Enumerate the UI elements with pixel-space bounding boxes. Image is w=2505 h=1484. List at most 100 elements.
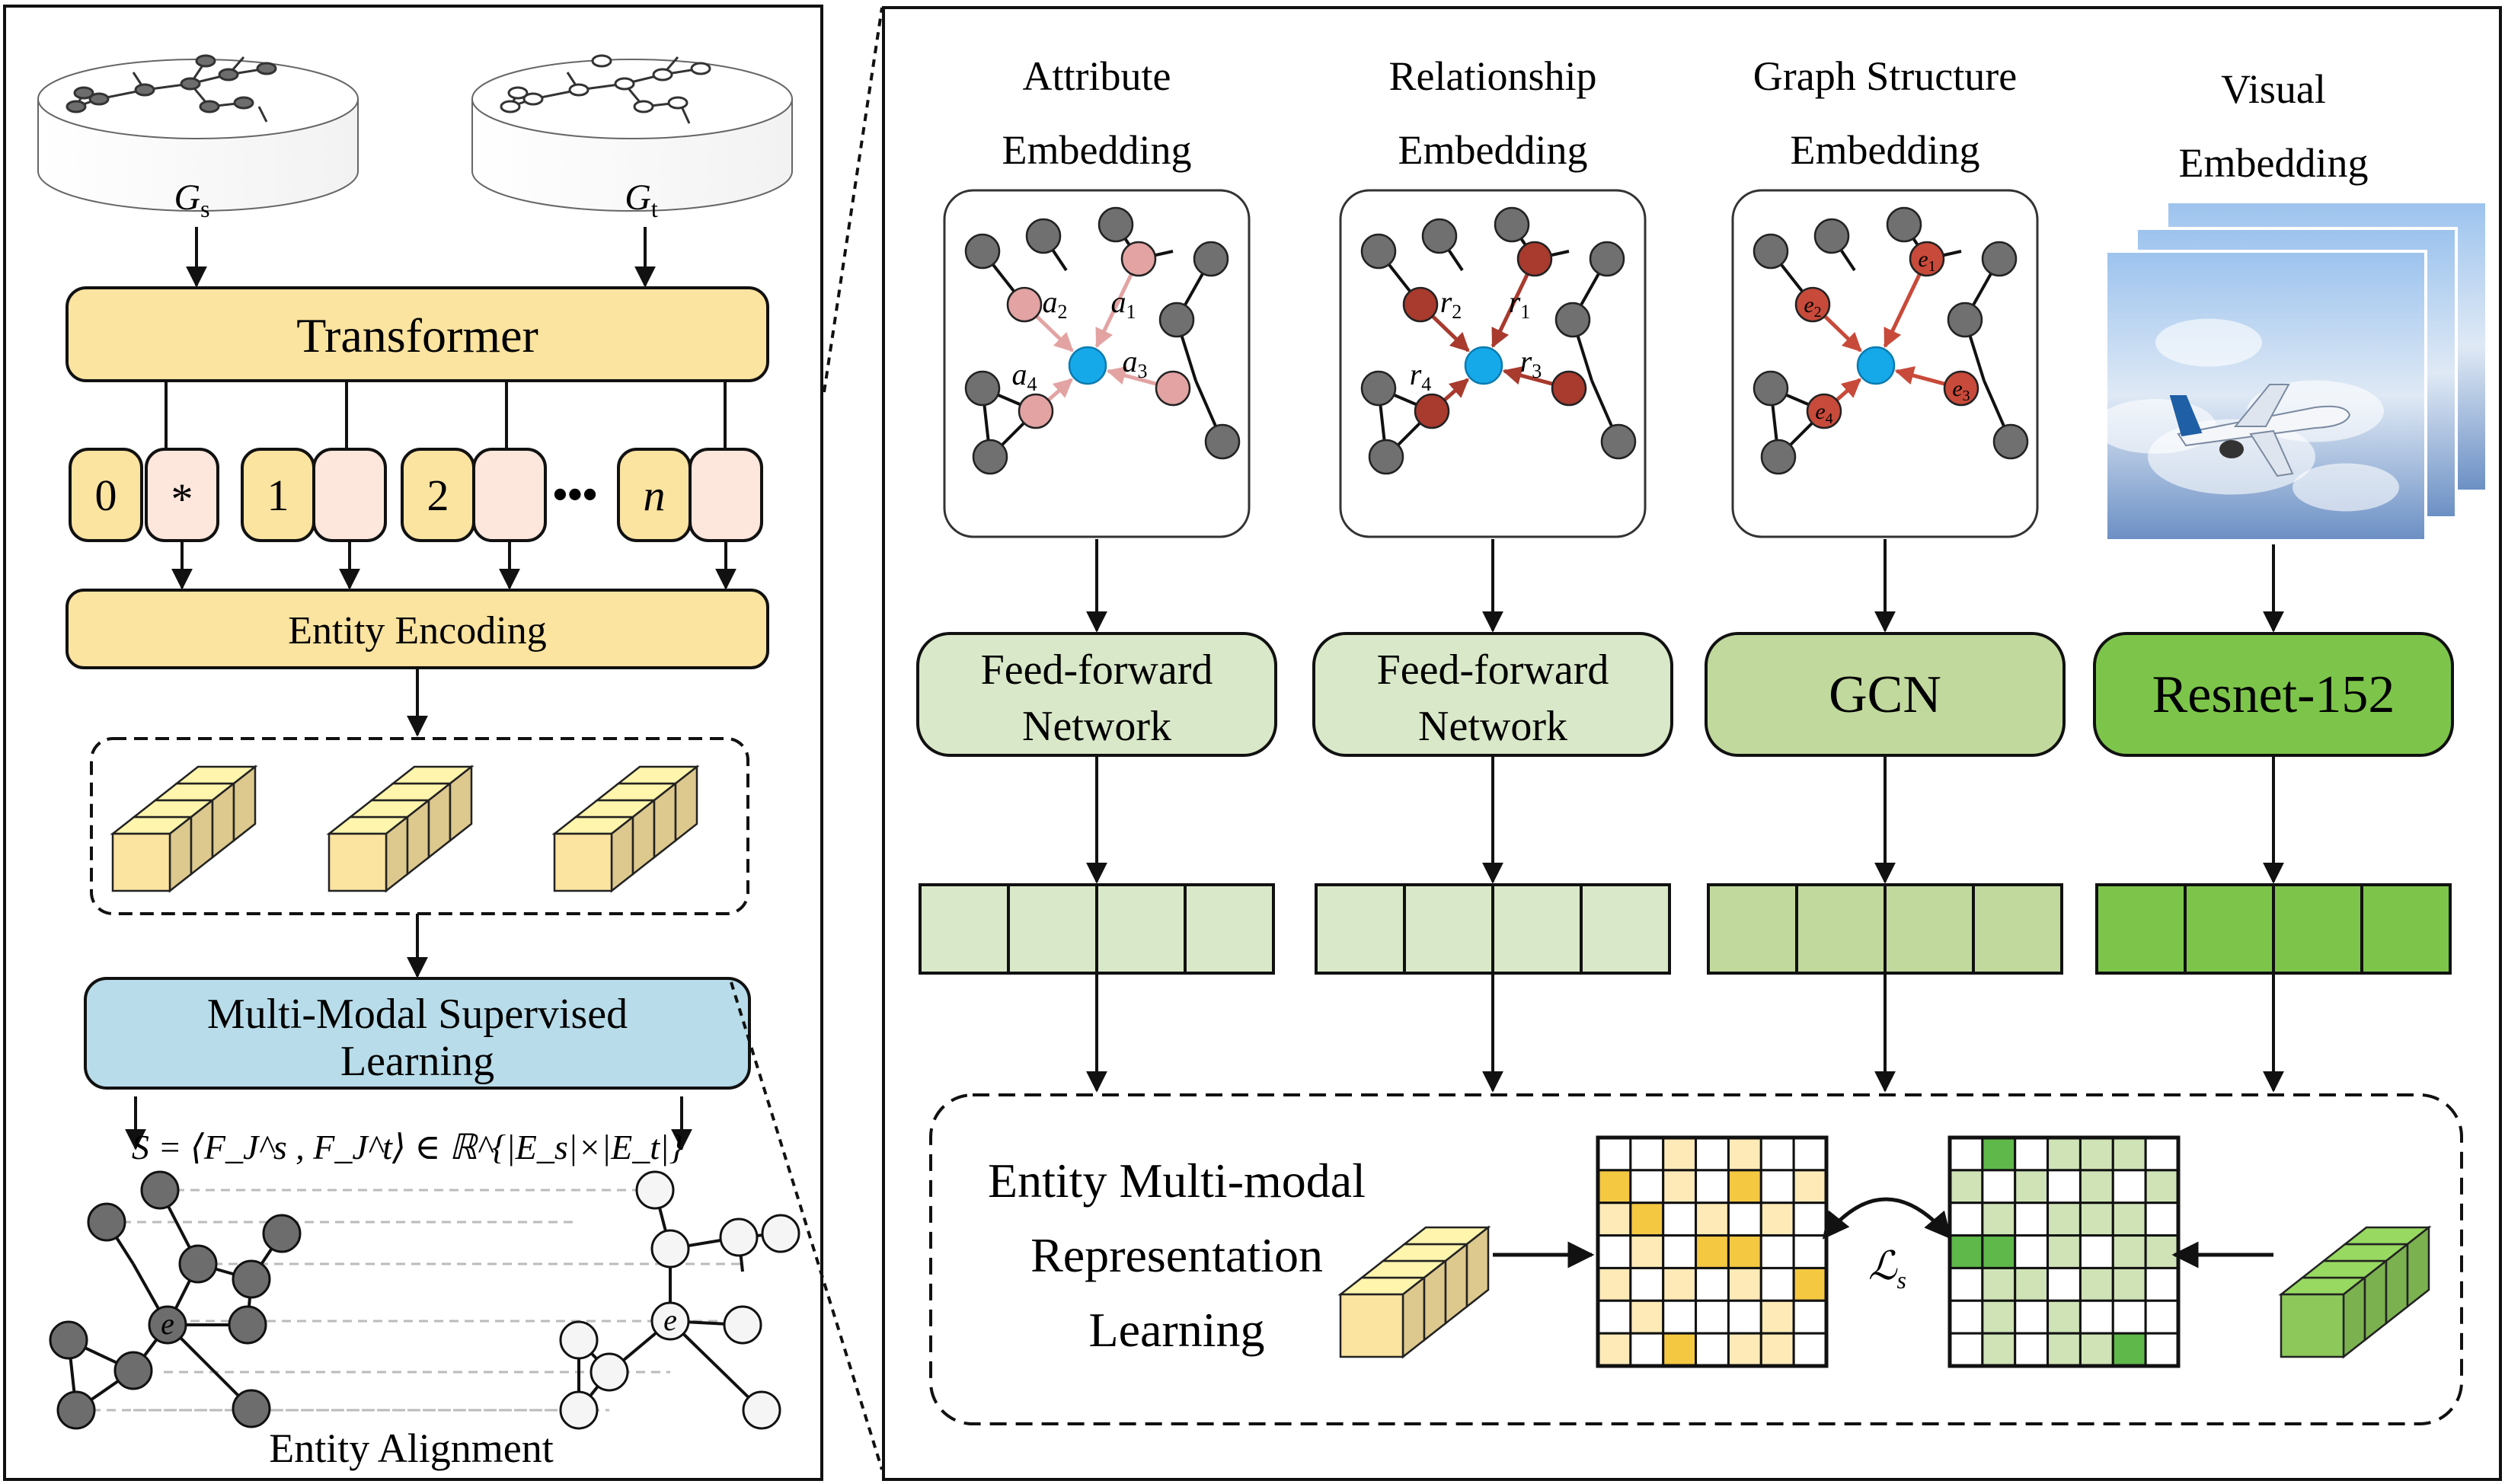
svg-text:0: 0: [95, 471, 117, 520]
yellow-matrix-cell: [1759, 1136, 1795, 1172]
yellow-cube-strip-2-front: [553, 832, 613, 892]
yellow-matrix-cell: [1662, 1202, 1698, 1237]
graph-node: [1886, 206, 1922, 243]
source-graph-mini: [66, 54, 277, 123]
green-matrix-cell: [2046, 1136, 2082, 1172]
graph-node: [1554, 302, 1591, 338]
left-panel: Gs Gt: [3, 5, 823, 1481]
token-1: 1: [241, 448, 315, 542]
yellow-matrix-cell: [1629, 1234, 1665, 1269]
yellow-matrix-cell: [1662, 1266, 1698, 1302]
graph-node: [1981, 241, 2018, 277]
vector-cell: [1184, 883, 1275, 975]
encoder-label-line2: Network: [1022, 703, 1171, 750]
feature-vector: [2095, 883, 2452, 975]
yellow-cube-strip-1-front: [328, 832, 388, 892]
column-title-line1: Visual: [2221, 66, 2326, 112]
token-row: 0 * 1 2 ••• n: [69, 448, 763, 542]
column-title-line2: Embedding: [2179, 140, 2369, 186]
graph-node: [1494, 206, 1530, 243]
yellow-matrix-cell: [1695, 1234, 1730, 1269]
svg-text:1: 1: [267, 471, 289, 520]
graph-node: [1360, 370, 1397, 407]
graph-node: [1025, 218, 1062, 254]
green-matrix-cell: [2111, 1202, 2147, 1237]
green-matrix-cell: [2014, 1266, 2050, 1302]
graph-node: [972, 439, 1008, 475]
yellow-matrix-cell: [1792, 1202, 1828, 1237]
vector-cell: [919, 883, 1010, 975]
yellow-matrix-cell: [1695, 1332, 1730, 1368]
representation-label-line2: Representation: [1030, 1228, 1323, 1282]
encoder-block: GCN: [1705, 632, 2066, 757]
graph-node: [1753, 370, 1789, 407]
token-0: 0: [69, 448, 143, 542]
target-alignment-graph-nodes: [559, 1170, 800, 1430]
green-matrix-cell: [1981, 1202, 2017, 1237]
green-matrix-cell: [2046, 1332, 2082, 1368]
yellow-matrix-cell: [1596, 1266, 1632, 1302]
green-matrix-cell: [2014, 1202, 2050, 1237]
graph-neighbor-node: [1120, 241, 1157, 277]
target-graph-mini: [500, 54, 711, 124]
visual-image-stack: [2094, 200, 2488, 542]
green-matrix-cell: [1948, 1202, 1984, 1237]
graph-node: [964, 370, 1001, 407]
transformer-token-connectors: [165, 381, 727, 449]
representation-learning-block: Entity Multi-modal Representation Learni…: [929, 1093, 2463, 1425]
vector-cell: [1795, 883, 1887, 975]
green-matrix-cell: [1981, 1234, 2017, 1269]
token-to-encoding-arrows: [171, 541, 736, 590]
token-n-pos: [689, 448, 763, 542]
yellow-matrix-cell: [1662, 1234, 1698, 1269]
green-matrix-cell: [1948, 1234, 1984, 1269]
green-matrix-cell: [2046, 1169, 2082, 1205]
column-title-line2: Embedding: [1791, 127, 1980, 173]
vector-cell: [1972, 883, 2063, 975]
graph-neighbor-node: [1794, 286, 1831, 323]
graph-node: [1098, 206, 1134, 243]
graph-node: [1421, 218, 1458, 254]
supervised-learning-block: Multi-Modal Supervised Learning: [84, 977, 751, 1090]
center-entity-node: [1464, 346, 1503, 385]
yellow-matrix-cell: [1695, 1136, 1730, 1172]
representation-label-line3: Learning: [1089, 1303, 1265, 1357]
graph-node: [1193, 241, 1229, 277]
alignment-dashed-lines: [76, 1189, 746, 1412]
vector-cell: [1884, 883, 1975, 975]
encoder-label-line2: Network: [1418, 703, 1567, 750]
target-graph-database: Gt: [471, 54, 793, 222]
graph-neighbor-node: [1516, 241, 1553, 277]
yellow-matrix-cell: [1727, 1202, 1762, 1237]
graph-neighbor-node: [1006, 286, 1043, 323]
graph-node: [1204, 423, 1241, 460]
airplane-icon: [2169, 384, 2351, 477]
green-matrix-cell: [2078, 1169, 2114, 1205]
graph-node: [1947, 302, 1983, 338]
yellow-matrix-cell: [1629, 1332, 1665, 1368]
yellow-matrix-cell: [1759, 1299, 1795, 1335]
entity-encoding-block: Entity Encoding: [66, 589, 769, 669]
yellow-matrix-cell: [1792, 1266, 1828, 1302]
yellow-matrix-cell: [1695, 1202, 1730, 1237]
graph-neighbor-node: [1806, 393, 1842, 429]
green-matrix-cell: [1948, 1266, 1984, 1302]
green-matrix-cell: [2144, 1202, 2180, 1237]
green-matrix-cell: [2014, 1169, 2050, 1205]
token-n: n: [617, 448, 692, 542]
yellow-matrix-cell: [1662, 1136, 1698, 1172]
yellow-matrix-cell: [1727, 1169, 1762, 1205]
yellow-rep-cube-strip: [1337, 1225, 1491, 1359]
yellow-matrix-cell: [1759, 1332, 1795, 1368]
graph-neighbor-node: [1551, 370, 1587, 407]
token-0-pos: *: [145, 448, 219, 542]
vector-cell: [1491, 883, 1583, 975]
column-title-line1: Relationship: [1389, 53, 1597, 99]
encoder-label: GCN: [1829, 665, 1941, 724]
source-entity-label: e: [161, 1307, 174, 1341]
yellow-matrix-cell: [1596, 1299, 1632, 1335]
